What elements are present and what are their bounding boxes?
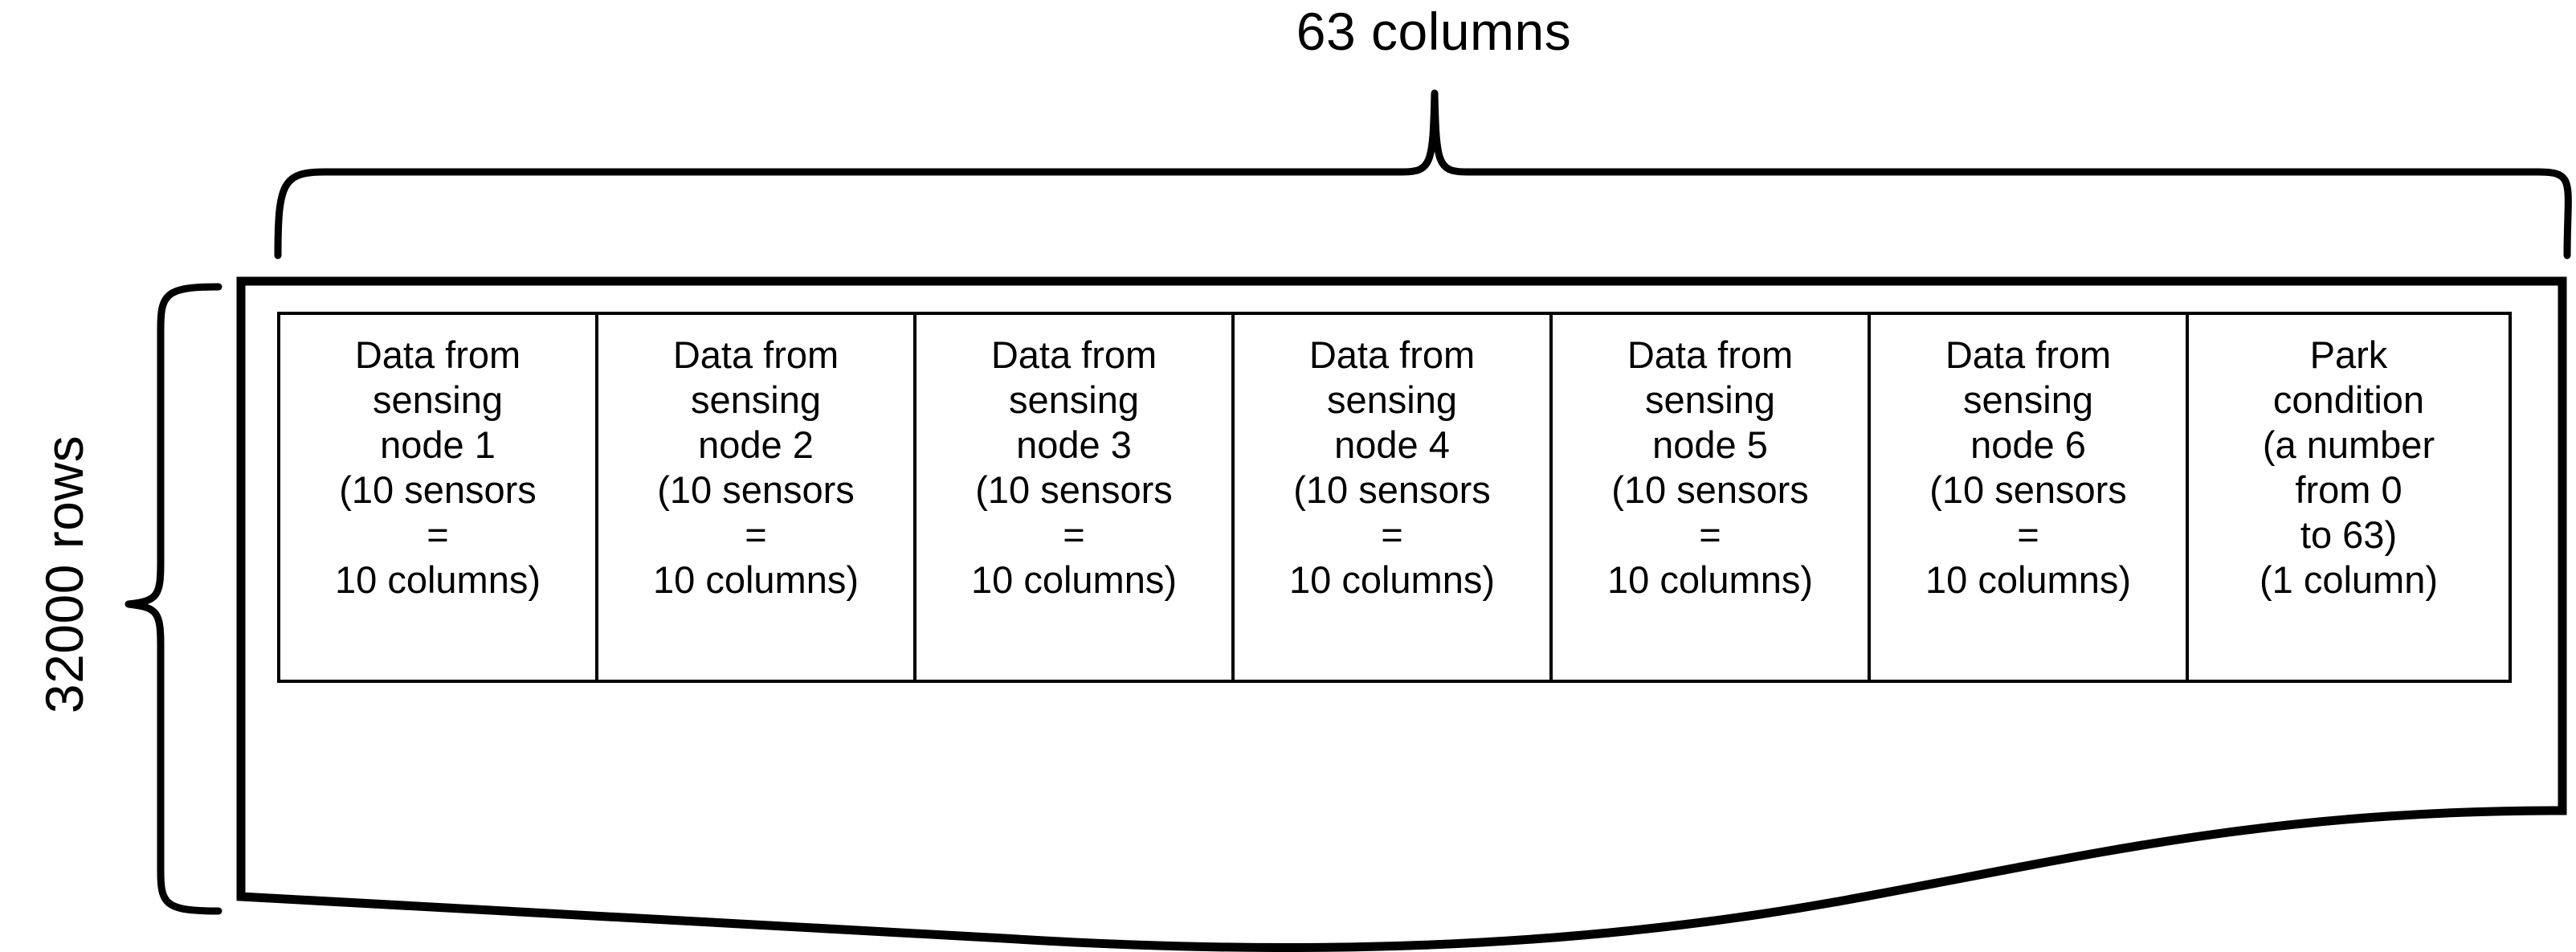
- cell-line: node 5: [1652, 423, 1768, 466]
- cell-line: 10 columns): [1289, 558, 1495, 601]
- cell-line: Data from: [354, 333, 521, 376]
- cell-line: sensing: [1009, 378, 1139, 421]
- cell-line: node 2: [698, 423, 814, 466]
- cell-line: =: [1699, 513, 1721, 556]
- cell-line: from 0: [2295, 468, 2402, 511]
- column-group-sensing-node-5: Data from sensing node 5 (10 sensors = 1…: [1553, 315, 1871, 680]
- cell-line: Data from: [1308, 333, 1476, 376]
- cell-line: to 63): [2300, 513, 2398, 556]
- cell-line: Data from: [672, 333, 839, 376]
- row-count-label-wrapper: 32000 rows: [28, 245, 100, 904]
- cell-line: sensing: [691, 378, 821, 421]
- cell-line: (10 sensors: [339, 468, 537, 511]
- cell-line: 10 columns): [971, 558, 1177, 601]
- column-group-sensing-node-1: Data from sensing node 1 (10 sensors = 1…: [280, 315, 598, 680]
- cell-line: sensing: [1963, 378, 2093, 421]
- row-count-brace: [125, 283, 222, 915]
- cell-line: 10 columns): [1607, 558, 1813, 601]
- cell-line: (a number: [2262, 423, 2435, 466]
- cell-line: condition: [2272, 378, 2425, 421]
- cell-line: Data from: [990, 333, 1157, 376]
- row-count-label: 32000 rows: [35, 435, 94, 714]
- cell-line: node 6: [1970, 423, 2086, 466]
- column-group-sensing-node-4: Data from sensing node 4 (10 sensors = 1…: [1235, 315, 1553, 680]
- column-group-sensing-node-6: Data from sensing node 6 (10 sensors = 1…: [1871, 315, 2189, 680]
- column-group-sensing-node-2: Data from sensing node 2 (10 sensors = 1…: [598, 315, 917, 680]
- cell-line: (1 column): [2259, 558, 2438, 601]
- column-group-park-condition: Park condition (a number from 0 to 63) (…: [2189, 315, 2509, 680]
- cell-line: =: [1381, 513, 1403, 556]
- column-count-label: 63 columns: [1296, 2, 1572, 61]
- cell-line: (10 sensors: [1929, 468, 2127, 511]
- cell-line: Data from: [1627, 333, 1794, 376]
- cell-line: node 4: [1334, 423, 1450, 466]
- cell-line: sensing: [1645, 378, 1775, 421]
- cell-line: =: [1063, 513, 1085, 556]
- column-group-sensing-node-3: Data from sensing node 3 (10 sensors = 1…: [917, 315, 1235, 680]
- cell-line: =: [2017, 513, 2039, 556]
- cell-line: =: [427, 513, 449, 556]
- cell-line: Park: [2309, 333, 2388, 376]
- cell-line: (10 sensors: [1611, 468, 1809, 511]
- column-group-row: Data from sensing node 1 (10 sensors = 1…: [277, 312, 2512, 683]
- cell-line: (10 sensors: [975, 468, 1173, 511]
- cell-line: (10 sensors: [1293, 468, 1491, 511]
- cell-line: sensing: [1327, 378, 1457, 421]
- cell-line: 10 columns): [653, 558, 859, 601]
- cell-line: (10 sensors: [657, 468, 855, 511]
- column-count-brace: [274, 89, 2572, 259]
- cell-line: sensing: [373, 378, 503, 421]
- cell-line: node 1: [380, 423, 496, 466]
- cell-line: 10 columns): [335, 558, 541, 601]
- cell-line: node 3: [1016, 423, 1132, 466]
- cell-line: 10 columns): [1925, 558, 2131, 601]
- cell-line: Data from: [1945, 333, 2112, 376]
- cell-line: =: [745, 513, 767, 556]
